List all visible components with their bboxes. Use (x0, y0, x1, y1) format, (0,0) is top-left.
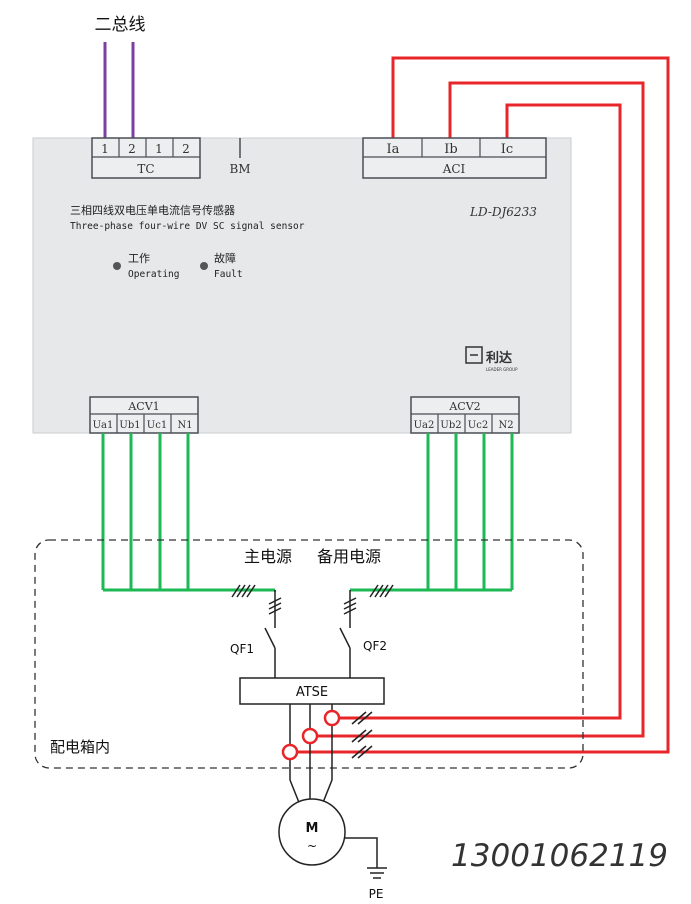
device-model: LD-DJ6233 (469, 205, 537, 219)
operating-label-cn: 工作 (128, 252, 150, 265)
tc-pin-2: 2 (128, 142, 136, 156)
acv1-label: ACV1 (127, 400, 159, 413)
operating-label-en: Operating (128, 269, 179, 280)
acv2-label: ACV2 (448, 400, 480, 413)
voltage-wires (101, 433, 514, 592)
distribution-box-label: 配电箱内 (50, 738, 110, 756)
acv1-pin-n1: N1 (177, 420, 192, 431)
supply-lines (231, 584, 394, 620)
acv2-pin-n2: N2 (498, 420, 513, 431)
fault-led (200, 262, 208, 270)
brand-name: 利达 (486, 350, 512, 366)
fault-label-cn: 故障 (214, 251, 236, 265)
bm-label: BM (229, 162, 250, 176)
acv1-pin-uc1: Uc1 (147, 420, 167, 431)
backup-power-label: 备用电源 (317, 547, 381, 566)
motor-icon (278, 798, 346, 866)
qf1-label: QF1 (230, 642, 254, 656)
tc-pin-4: 2 (182, 142, 190, 156)
tc-pin-1: 1 (101, 142, 109, 156)
operating-led (113, 262, 121, 270)
breaker-qf1 (264, 620, 276, 678)
current-sensing-wires (296, 56, 670, 754)
two-bus-label: 二总线 (95, 15, 146, 35)
fault-label-en: Fault (214, 269, 243, 280)
brand-sub: LEADER GROUP (486, 367, 518, 372)
acv2-pin-uc2: Uc2 (468, 420, 488, 431)
atse-box (239, 677, 385, 705)
acv1-pin-ub1: Ub1 (119, 420, 140, 431)
aci-label: ACI (442, 162, 466, 176)
acv2-pin-ua2: Ua2 (414, 420, 435, 431)
aci-pin-ib: Ib (444, 142, 457, 157)
ct-ring-c (323, 709, 341, 727)
phone-number: 13001062119 (451, 838, 668, 874)
motor-label: M (306, 821, 319, 836)
ct-ring-b (301, 727, 319, 745)
breaker-qf2 (339, 620, 351, 678)
ct-ring-a (281, 743, 299, 761)
acv1-pin-ua1: Ua1 (93, 420, 114, 431)
acv2-pin-ub2: Ub2 (440, 420, 461, 431)
device-title-en: Three-phase four-wire DV SC signal senso… (70, 221, 305, 232)
ground-icon (344, 837, 387, 879)
tc-label: TC (137, 162, 154, 176)
tc-pin-3: 1 (155, 142, 163, 156)
pe-label: PE (369, 887, 384, 901)
distribution-box-frame (34, 539, 584, 769)
device-title-cn: 三相四线双电压单电流信号传感器 (70, 203, 235, 217)
two-bus-wires (103, 42, 135, 140)
main-power-label: 主电源 (244, 547, 292, 566)
aci-terminal-block (362, 137, 547, 179)
motor-symbol: ~ (307, 839, 317, 853)
atse-label: ATSE (296, 685, 328, 700)
brand-logo-icon (465, 346, 483, 364)
current-transformers (281, 709, 341, 761)
sensor-device: 1 2 1 2 TC BM Ia Ib Ic ACI 三相四线双电压单电流信号传… (32, 137, 572, 434)
aci-pin-ic: Ic (501, 142, 513, 157)
qf2-label: QF2 (363, 639, 387, 653)
aci-pin-ia: Ia (387, 142, 400, 157)
